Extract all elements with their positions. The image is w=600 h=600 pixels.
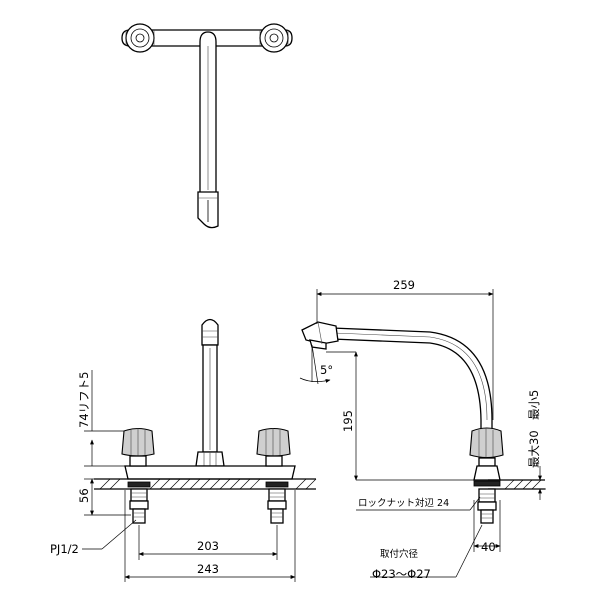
front-view bbox=[94, 318, 317, 524]
dim-base-height: 56 bbox=[77, 488, 91, 503]
dim-base-depth: 40 bbox=[481, 540, 496, 554]
top-view bbox=[121, 23, 293, 229]
dim-hole-label: 取付穴径 bbox=[380, 548, 419, 560]
dim-min-thickness: 最小5 bbox=[527, 390, 541, 420]
dim-thread: PJ1/2 bbox=[50, 542, 79, 556]
dim-center-distance: 203 bbox=[197, 539, 219, 553]
counter-hatch bbox=[99, 478, 317, 490]
dim-max-thickness: 最大30 bbox=[527, 430, 541, 468]
dim-spout-angle: 5° bbox=[320, 363, 333, 377]
dim-locknut: ロックナット対辺 24 bbox=[358, 497, 449, 509]
dim-overall-reach: 259 bbox=[393, 278, 415, 292]
side-view bbox=[301, 321, 545, 524]
front-dimensions bbox=[82, 370, 296, 582]
dim-spout-height: 195 bbox=[341, 410, 355, 432]
side-dimensions bbox=[299, 289, 546, 578]
dim-lift: 74リフト5 bbox=[77, 372, 91, 428]
dim-hole-range: Φ23～Φ27 bbox=[372, 567, 431, 581]
dim-overall-width: 243 bbox=[197, 562, 219, 576]
